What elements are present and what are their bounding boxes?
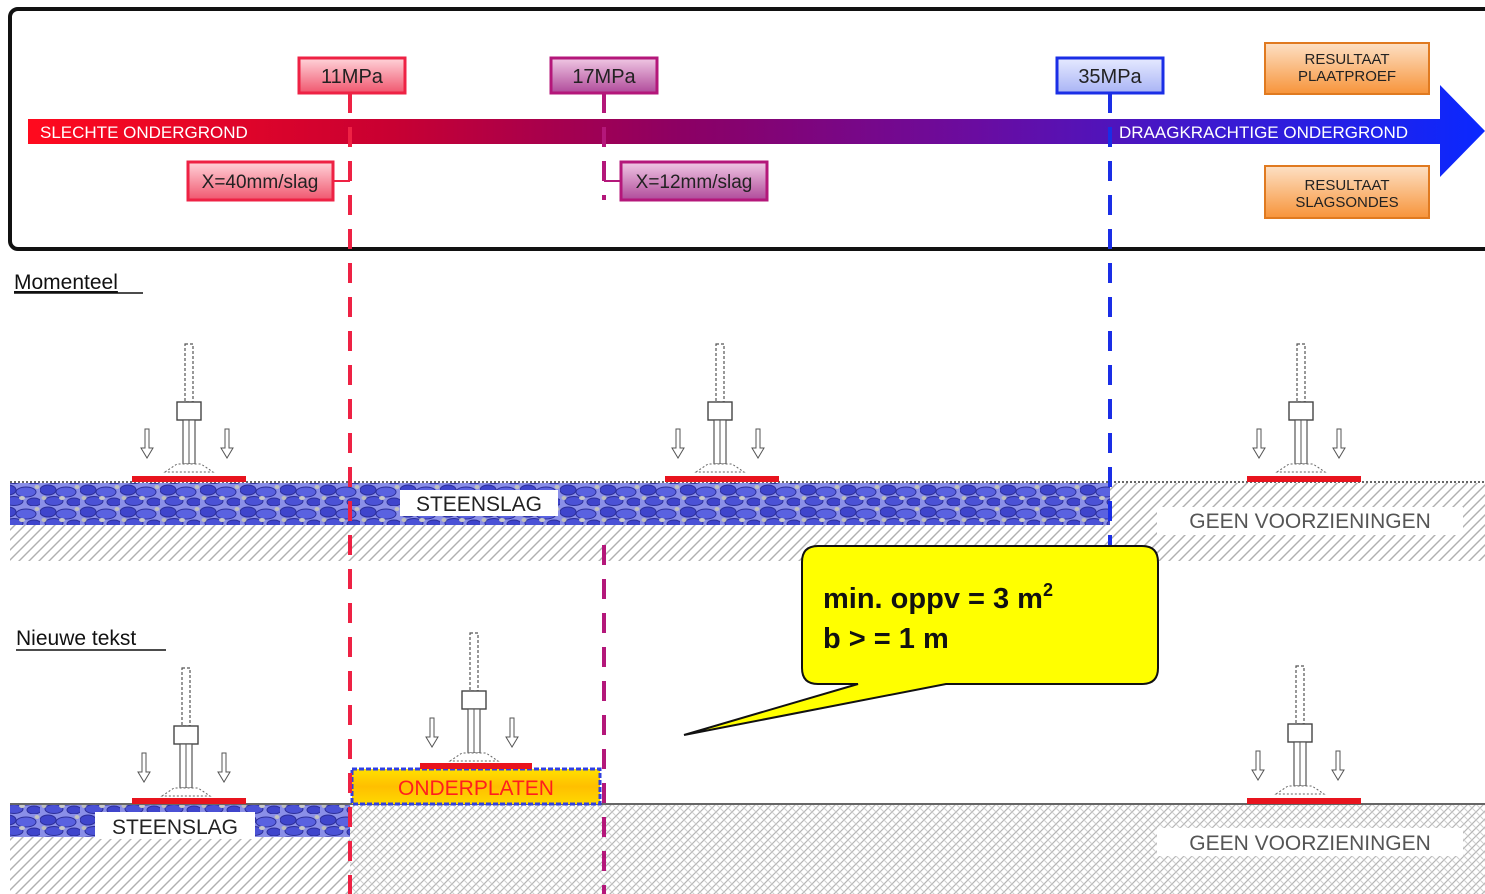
result-plate-box [1264,42,1430,95]
pressure-box-17 [549,56,659,95]
result-probe-line2: SLAGSONDES [1295,194,1398,211]
requirement-callout: min. oppv = 3 m2 b > = 1 m [683,545,1159,736]
result-plate-line1: RESULTAAT [1304,51,1389,68]
callout-line2: b > = 1 m [823,623,949,655]
new-geen-label: GEEN VOORZIENINGEN [1189,832,1431,855]
blow-box-40 [186,160,335,202]
result-probe-line1: RESULTAAT [1304,177,1389,194]
load-plate [420,763,532,769]
plate-load-jack-icon [1252,343,1346,473]
callout-line1: min. oppv = 3 m2 [823,580,1053,615]
new-steenslag-label-bg [95,812,255,839]
new-geen-label-bg [1157,828,1463,856]
new-ground-profile: STEENSLAG GEEN VOORZIENINGEN ONDERPLATEN [10,632,1485,894]
current-steenslag-layer [10,483,1110,525]
pressure-label-11: 11MPa [321,66,384,88]
pressure-box-11 [297,56,407,95]
current-geen-label: GEEN VOORZIENINGEN [1189,510,1431,533]
current-ground-profile: STEENSLAG GEEN VOORZIENINGEN [10,343,1485,561]
blow-label-12: X=12mm/slag [636,172,753,193]
result-plate-line2: PLAATPROEF [1298,68,1396,85]
current-steenslag-label-bg [400,490,558,516]
bearing-capacity-arrow [28,85,1485,177]
current-steenslag-label: STEENSLAG [416,493,542,516]
plate-load-jack-icon [140,343,234,473]
section-new-heading: Nieuwe tekst [16,627,136,650]
current-geen-label-bg [1157,507,1463,535]
load-plate [132,476,246,482]
pressure-box-35 [1055,56,1165,95]
section-current-heading: Momenteel [14,271,118,294]
legend-panel: SLECHTE ONDERGROND DRAAGKRACHTIGE ONDERG… [8,7,1485,251]
arrow-right-label: DRAAGKRACHTIGE ONDERGROND [1119,123,1408,142]
arrow-left-label: SLECHTE ONDERGROND [40,123,248,142]
load-plate [1247,476,1361,482]
new-subsoil-left [10,837,350,894]
blow-label-40: X=40mm/slag [202,172,319,193]
plate-load-jack-icon [671,343,765,473]
onderplaten-label: ONDERPLATEN [398,777,554,800]
callout-bubble [683,545,1159,736]
plate-load-jack-icon [425,632,519,762]
plate-load-jack-icon [1251,665,1345,795]
new-steenslag-label: STEENSLAG [112,816,238,839]
load-plate [1247,798,1361,804]
pressure-label-35: 35MPa [1078,66,1142,88]
plate-load-jack-icon [137,667,231,797]
result-probe-box [1264,165,1430,219]
pressure-label-17: 17MPa [572,66,636,88]
load-plate [132,798,246,804]
load-plate [665,476,779,482]
